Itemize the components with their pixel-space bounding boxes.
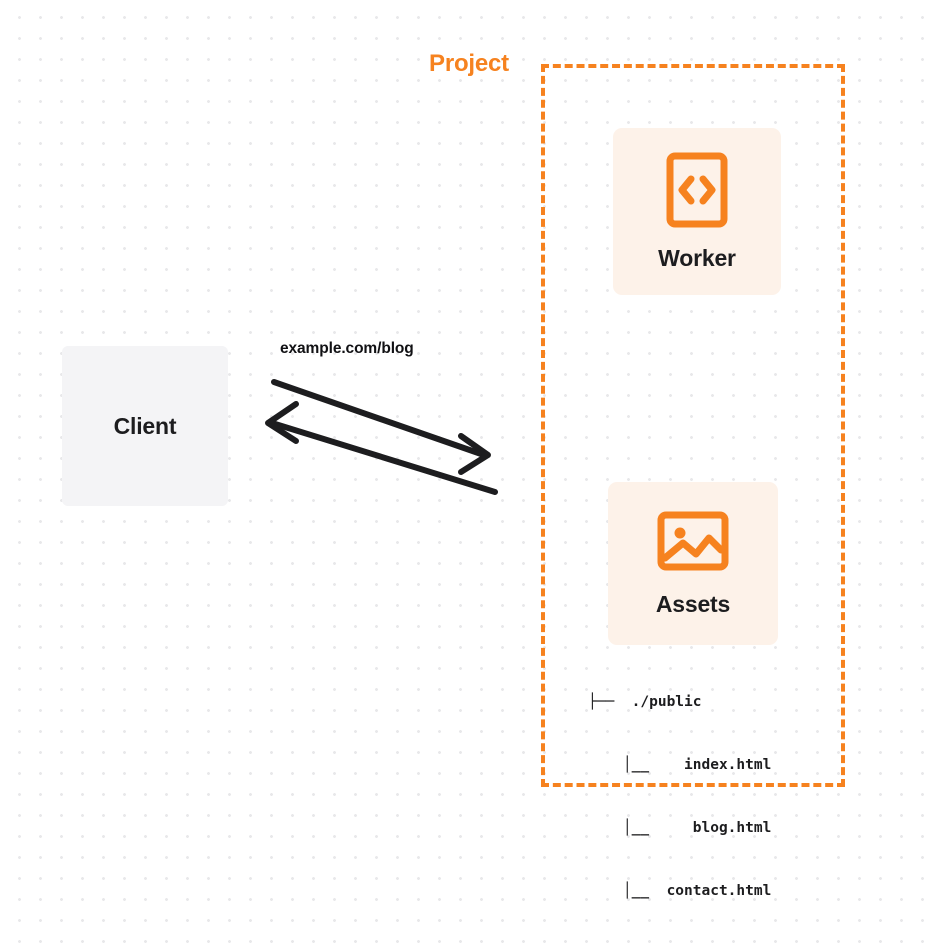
- file-tree-item: │__ blog.html: [588, 820, 772, 836]
- project-title: Project: [422, 50, 516, 78]
- edge-label-url: example.com/blog: [280, 340, 414, 357]
- file-tree-root: ├── ./public: [588, 694, 702, 710]
- arrow-response: [265, 401, 498, 495]
- client-label: Client: [113, 412, 177, 439]
- node-client[interactable]: Client: [62, 346, 228, 506]
- card-assets-label: Assets: [655, 590, 731, 617]
- file-tree-item: │__ contact.html: [588, 883, 772, 899]
- image-icon: [657, 510, 729, 577]
- project-boundary: [541, 64, 845, 787]
- code-brackets-icon: [666, 152, 728, 233]
- file-tree-item: │__ index.html: [588, 757, 772, 773]
- card-assets[interactable]: Assets: [608, 482, 778, 645]
- arrow-request: [271, 379, 491, 475]
- diagram-canvas: Client example.com/blog Project Worker: [62, 50, 845, 899]
- assets-file-tree: ├── ./public │__ index.html │__ blog.htm…: [588, 650, 771, 944]
- card-worker-label: Worker: [658, 244, 736, 271]
- card-worker[interactable]: Worker: [613, 128, 781, 295]
